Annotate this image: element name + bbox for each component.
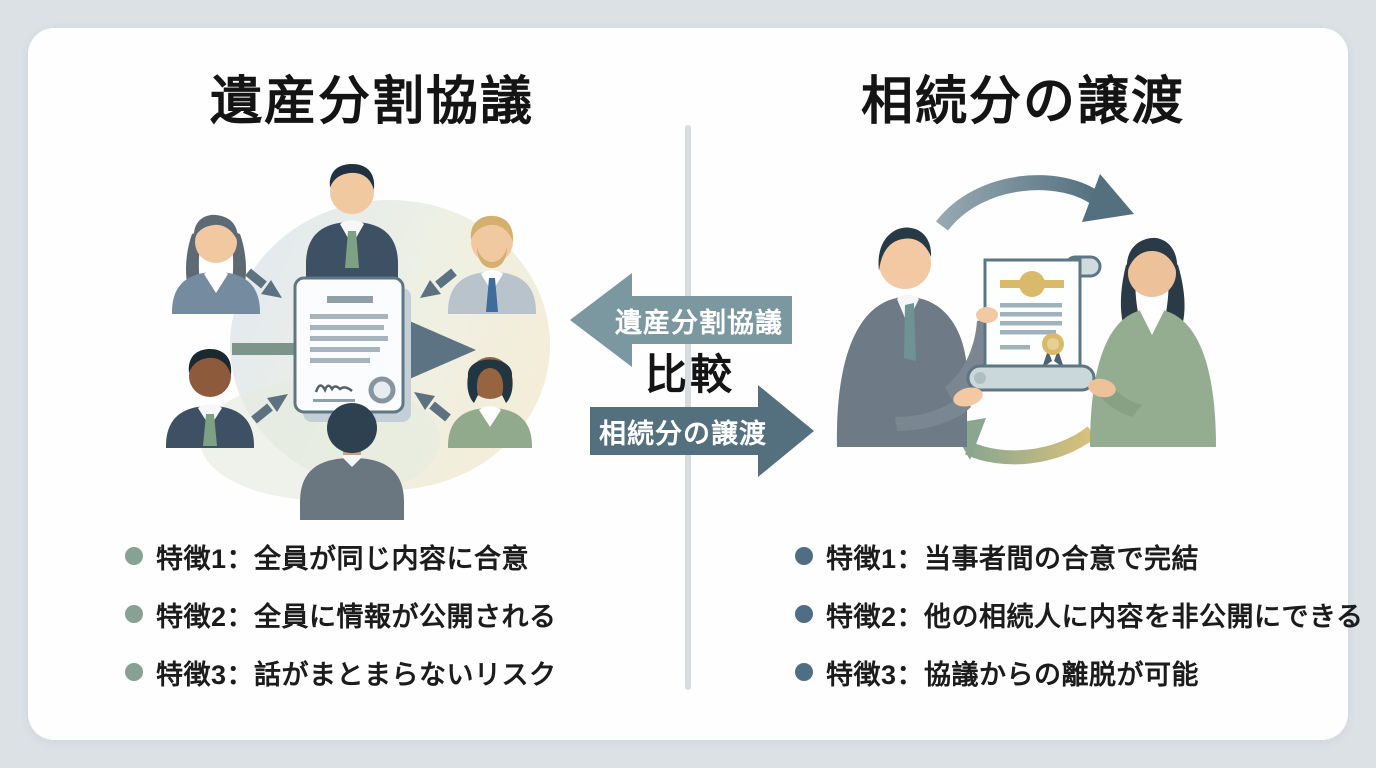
list-item: 特徴1：全員が同じ内容に合意 [125,539,557,574]
gold-medallion [1019,271,1045,297]
bullet-dot-icon [125,663,143,681]
compare-label: 比較 [644,351,735,398]
list-item: 特徴3：話がまとまらないリスク [125,655,557,690]
list-item: 特徴1：当事者間の合意で完結 [795,539,1363,574]
seal-stamp-icon [368,376,396,404]
share-transfer-illustration [836,174,1216,465]
signature-squiggle [314,384,353,394]
person-mid-left [166,349,254,448]
feature-text: 特徴2：他の相続人に内容を非公開にできる [826,601,1364,632]
list-item: 特徴2：他の相続人に内容を非公開にできる [795,597,1364,632]
open-palm-left [953,387,983,407]
left-panel-title: 遺産分割協議 [209,73,534,131]
person-top-center [306,164,398,278]
bullet-dot-icon [795,605,813,623]
person-bottom-back [300,403,404,520]
estate-division-illustration [166,164,550,520]
feature-text: 特徴1：全員が同じ内容に合意 [156,543,530,574]
feature-text: 特徴3：話がまとまらないリスク [156,659,557,690]
bullet-dot-icon [795,663,813,681]
open-palm-right [1088,378,1116,398]
person-transferee [1090,237,1216,447]
feature-text: 特徴1：当事者間の合意で完結 [826,543,1200,574]
person-top-right [448,215,536,314]
compare-right-arrow-label: 相続分の譲渡 [599,418,767,449]
agreement-document-icon [293,276,411,422]
person-transferor [836,227,994,447]
holding-hand [976,307,998,323]
left-feature-list: 特徴1：全員が同じ内容に合意 特徴2：全員に情報が公開される 特徴3：話がまとま… [125,539,557,713]
list-item: 特徴3：協議からの離脱が可能 [795,655,1363,690]
infographic-card: 遺産分割協議 相続分の譲渡 [28,28,1363,740]
right-panel-title: 相続分の譲渡 [860,73,1185,131]
right-feature-list: 特徴1：当事者間の合意で完結 特徴2：他の相続人に内容を非公開にできる 特徴3：… [795,539,1363,713]
horizontal-bar-shape [232,343,307,355]
feature-text: 特徴2：全員に情報が公開される [156,601,557,632]
compare-left-arrow-label: 遺産分割協議 [615,307,783,338]
scroll-certificate-icon [966,255,1102,392]
inward-arrow-lines [245,268,457,424]
bullet-dot-icon [125,547,143,565]
big-right-arrow-icon [398,316,476,384]
feature-text: 特徴3：協議からの離脱が可能 [826,659,1200,690]
list-item: 特徴2：全員に情報が公開される [125,597,557,632]
bullet-dot-icon [795,547,813,565]
inward-arrow-heads [261,280,441,412]
person-top-left [172,214,260,314]
bullet-dot-icon [125,605,143,623]
person-mid-right [448,357,532,448]
